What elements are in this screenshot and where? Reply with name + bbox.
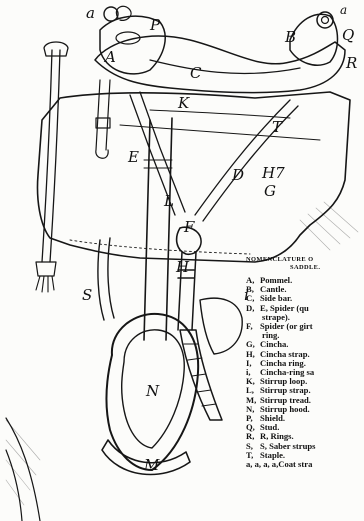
saddle-skirt	[38, 92, 351, 262]
label-P: P	[149, 16, 161, 34]
label-H7: H7	[261, 164, 285, 182]
legend-item: a, a, a, a, Coat stra	[246, 460, 364, 469]
nomenclature-legend: NOMENCLATURE O SADDLE. A, Pommel.B, Cant…	[246, 256, 364, 521]
saddle-side-bar	[95, 36, 345, 93]
legend-item-key: a, a, a, a,	[246, 460, 278, 469]
legend-item-key: D,	[246, 304, 260, 313]
label-G: G	[264, 182, 276, 200]
label-K: K	[177, 94, 190, 112]
label-F: F	[183, 218, 195, 236]
legend-subheading: SADDLE.	[246, 264, 364, 272]
front-strap	[96, 80, 110, 158]
cantle	[290, 14, 338, 65]
saber-strap-tassel	[36, 276, 54, 292]
saddle-seat	[150, 60, 300, 73]
label-L: L	[163, 192, 174, 210]
saber-strap-buckle	[36, 262, 56, 276]
label-a-right: a	[340, 3, 347, 17]
label-a: a	[86, 4, 95, 22]
stirrup-strap	[144, 118, 172, 340]
cincha-ring-safe	[200, 298, 242, 354]
label-E: E	[127, 148, 139, 166]
legend-list: A, Pommel.B, Cantle.C, Side bar.D, E, Sp…	[246, 276, 364, 469]
label-C: C	[190, 64, 202, 82]
legend-item-key: F,	[246, 322, 260, 331]
saber-strap-loop	[44, 42, 68, 56]
label-H: H	[175, 258, 190, 276]
legend-heading: NOMENCLATURE O	[246, 256, 364, 264]
spider-strap-rear	[195, 100, 298, 221]
label-A: A	[103, 48, 116, 66]
legend-item-text: Coat stra	[278, 459, 312, 469]
label-Q: Q	[342, 26, 354, 44]
label-N: N	[145, 382, 160, 400]
label-T: T	[272, 118, 283, 136]
label-R: R	[345, 54, 357, 72]
label-S: S	[82, 286, 92, 304]
horse-leg	[6, 418, 40, 521]
label-B: B	[284, 28, 296, 46]
label-M: M	[143, 456, 160, 474]
saber-strap-lower	[98, 238, 114, 320]
cantle-stud	[322, 17, 329, 24]
label-D: D	[231, 166, 244, 184]
